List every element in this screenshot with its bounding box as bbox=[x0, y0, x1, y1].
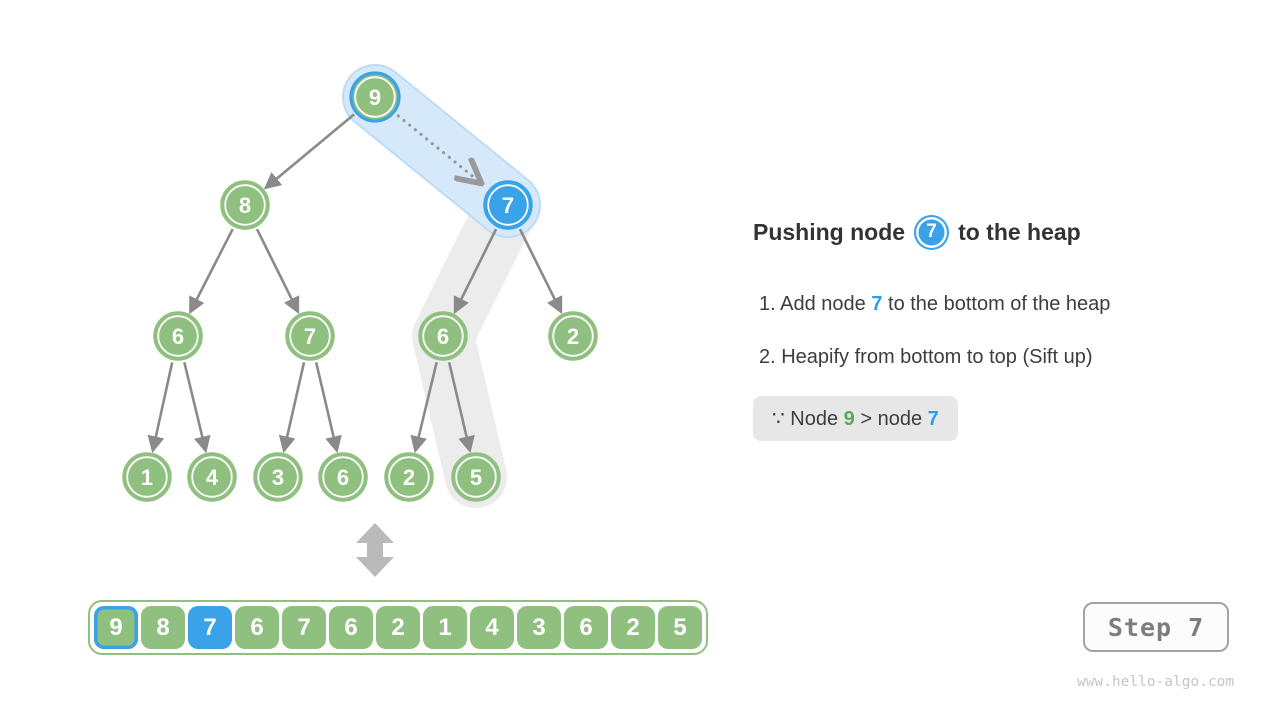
tree-edge bbox=[447, 361, 475, 454]
step-text: to the bottom of the heap bbox=[882, 293, 1111, 315]
tree-edge bbox=[410, 361, 438, 454]
array-cell: 2 bbox=[376, 606, 420, 649]
tree-edge bbox=[278, 362, 306, 454]
array-cell: 6 bbox=[564, 606, 608, 649]
tree-node-value: 6 bbox=[437, 324, 449, 349]
explanation-panel: Pushing node 7 to the heap 1. Add node 7 t… bbox=[753, 214, 1243, 441]
tree-node-8: 8 bbox=[220, 180, 270, 230]
instruction-steps: 1. Add node 7 to the bottom of the heap 2… bbox=[759, 293, 1243, 369]
array-cell: 4 bbox=[470, 606, 514, 649]
tree-node-5: 5 bbox=[451, 452, 501, 502]
tree-edge bbox=[189, 228, 234, 315]
tree-node-7: 7 bbox=[285, 311, 335, 361]
tree-node-1: 1 bbox=[122, 452, 172, 502]
tree-node-7: 7 bbox=[483, 180, 533, 230]
tree-node-6: 6 bbox=[418, 311, 468, 361]
tree-node-value: 5 bbox=[470, 465, 482, 490]
tree-node-value: 3 bbox=[272, 465, 284, 490]
watermark: www.hello-algo.com bbox=[1077, 674, 1235, 690]
tree-edge bbox=[255, 228, 300, 315]
step-text: 7 bbox=[871, 293, 883, 315]
tree-node-9: 9 bbox=[349, 71, 401, 123]
compare-arrow bbox=[396, 114, 477, 180]
tree-edge bbox=[314, 361, 342, 454]
comparison-note: ∵ Node 9 > node 7 bbox=[753, 396, 958, 441]
array-cell: 7 bbox=[282, 606, 326, 649]
tree-edge bbox=[147, 362, 174, 454]
tree-edge bbox=[518, 228, 563, 315]
tree-node-value: 8 bbox=[239, 193, 251, 218]
compare-highlight bbox=[344, 66, 539, 236]
array-cell: 3 bbox=[517, 606, 561, 649]
tree-node-value: 7 bbox=[304, 324, 316, 349]
tree-node-value: 9 bbox=[369, 85, 381, 110]
array-cell: 2 bbox=[611, 606, 655, 649]
tree-node-3: 3 bbox=[253, 452, 303, 502]
tree-edge bbox=[183, 361, 211, 454]
array-cell: 6 bbox=[235, 606, 279, 649]
step-badge: Step 7 bbox=[1083, 602, 1229, 652]
tree-node-value: 2 bbox=[567, 324, 579, 349]
instruction-step: 2. Heapify from bottom to top (Sift up) bbox=[759, 346, 1243, 369]
array-cell: 9 bbox=[94, 606, 138, 649]
title-text: to the heap bbox=[958, 218, 1081, 245]
diagram-title: Pushing node 7 to the heap bbox=[753, 214, 1243, 250]
tree-node-6: 6 bbox=[318, 452, 368, 502]
array-cell: 6 bbox=[329, 606, 373, 649]
note-text: > node bbox=[854, 408, 928, 430]
tree-node-value: 7 bbox=[502, 193, 514, 218]
tree-node-value: 4 bbox=[206, 465, 219, 490]
tree-node-value: 1 bbox=[141, 465, 153, 490]
note-text: 7 bbox=[927, 408, 939, 430]
tree-edge bbox=[453, 228, 498, 315]
tree-node-2: 2 bbox=[548, 311, 598, 361]
step-text: 1. Add node bbox=[759, 293, 872, 315]
step-text: 2. Heapify from bottom to top (Sift up) bbox=[759, 346, 1093, 368]
note-text: ∵ Node bbox=[772, 408, 844, 430]
array-cell: 5 bbox=[658, 606, 702, 649]
array-cell: 7 bbox=[188, 606, 232, 649]
note-text: 9 bbox=[843, 408, 855, 430]
tree-node-value: 6 bbox=[172, 324, 184, 349]
tree-node-value: 2 bbox=[403, 465, 415, 490]
title-text: Pushing node bbox=[753, 218, 906, 245]
array-cell: 1 bbox=[423, 606, 467, 649]
tree-node-2: 2 bbox=[384, 452, 434, 502]
tree-array-equivalence-icon bbox=[356, 523, 394, 577]
tree-node-4: 4 bbox=[187, 452, 237, 502]
tree-node-6: 6 bbox=[153, 311, 203, 361]
heap-tree-diagram: 9 8 7 6 7 6 2 1 4 3 6 2 5 bbox=[122, 64, 598, 577]
inline-node-badge: 7 bbox=[914, 214, 950, 250]
tree-edge bbox=[263, 113, 356, 190]
tree-node-value: 6 bbox=[337, 465, 349, 490]
instruction-step: 1. Add node 7 to the bottom of the heap bbox=[759, 293, 1243, 316]
array-cell: 8 bbox=[141, 606, 185, 649]
